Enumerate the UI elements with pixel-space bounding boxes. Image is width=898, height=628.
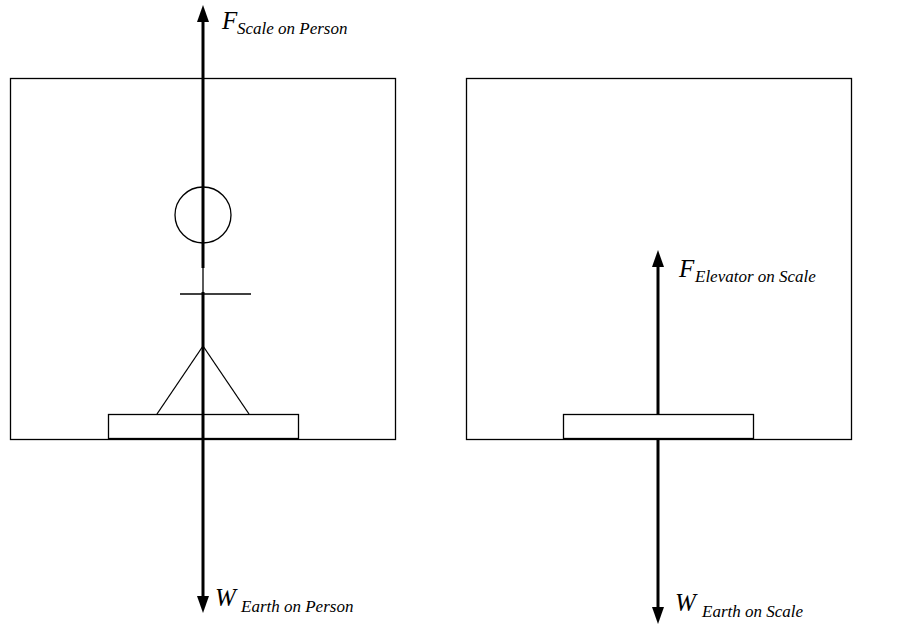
force-subscript: Earth on Scale	[701, 603, 804, 620]
person-arms	[180, 293, 251, 294]
force-arrow	[657, 438, 660, 611]
force-arrow	[657, 263, 660, 414]
force-symbol: W	[674, 590, 697, 615]
arrow-head	[652, 607, 664, 624]
elevator-box	[467, 79, 852, 440]
arrow-head	[197, 596, 209, 613]
force-arrow	[202, 18, 205, 268]
arrow-head	[652, 250, 664, 267]
force-symbol: W	[214, 585, 237, 610]
arrow-head	[197, 5, 209, 22]
person-leg	[157, 346, 203, 414]
force-arrow	[202, 292, 205, 600]
person-leg	[203, 346, 249, 414]
force-subscript: Earth on Person	[240, 598, 354, 615]
force-subscript: Scale on Person	[236, 20, 348, 37]
force-subscript: Elevator on Scale	[694, 268, 817, 285]
scale	[564, 415, 754, 439]
force-symbol: F	[678, 256, 695, 281]
